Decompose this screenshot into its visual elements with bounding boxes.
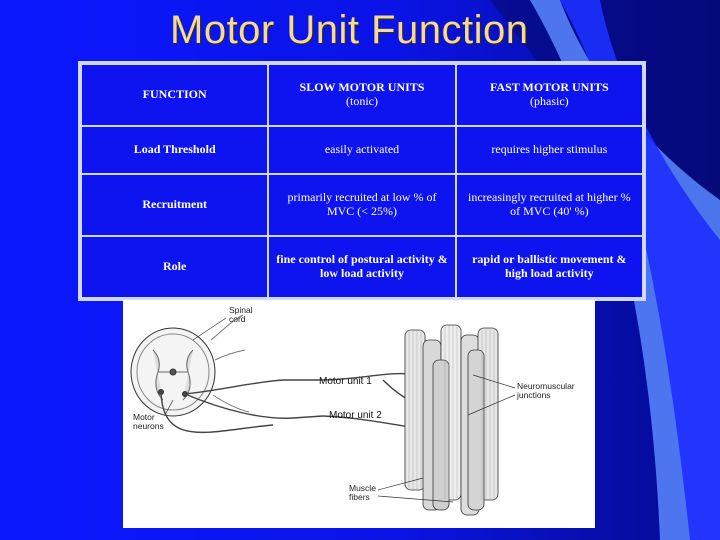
row-slow-cell: easily activated [267, 125, 457, 175]
table-header-row: FUNCTION SLOW MOTOR UNITS (tonic) FAST M… [79, 63, 645, 127]
label-muscle-fibers: Muscle fibers [349, 483, 376, 503]
table-row: Recruitment primarily recruited at low %… [79, 173, 645, 237]
row-function-cell: Load Threshold [79, 125, 270, 175]
comparison-table: FUNCTION SLOW MOTOR UNITS (tonic) FAST M… [78, 61, 646, 301]
label-motor-unit-1: Motor unit 1 [319, 376, 372, 387]
label-motor-unit-2: Motor unit 2 [329, 410, 382, 421]
slide-title: Motor Unit Function [170, 8, 529, 52]
label-spinal-cord: Spinal cord [229, 305, 253, 325]
row-fast-cell: requires higher stimulus [454, 125, 645, 175]
spinal-cord-section [130, 314, 250, 417]
row-slow-cell: primarily recruited at low % of MVC (< 2… [267, 173, 457, 237]
table-row: Role fine control of postural activity &… [79, 235, 645, 299]
row-function-cell: Recruitment [79, 173, 270, 237]
label-motor-neurons: Motor neurons [133, 412, 164, 432]
motor-unit-illustration [130, 314, 516, 516]
row-fast-cell: rapid or ballistic movement & high load … [454, 235, 645, 299]
header-fast-units: FAST MOTOR UNITS (phasic) [454, 63, 645, 127]
label-neuromuscular-junctions: Neuromuscular junctions [517, 381, 575, 401]
row-fast-cell: increasingly recruited at higher % of MV… [454, 173, 645, 237]
muscle-fibers [404, 324, 499, 516]
header-slow-units: SLOW MOTOR UNITS (tonic) [267, 63, 457, 127]
leader-lines [164, 317, 516, 503]
row-slow-cell: fine control of postural activity & low … [267, 235, 457, 299]
motor-unit-diagram: Spinal cord Motor unit 1 Motor unit 2 Mo… [123, 300, 595, 528]
table-row: Load Threshold easily activated requires… [79, 125, 645, 175]
header-function: FUNCTION [79, 63, 270, 127]
row-function-cell: Role [79, 235, 270, 299]
